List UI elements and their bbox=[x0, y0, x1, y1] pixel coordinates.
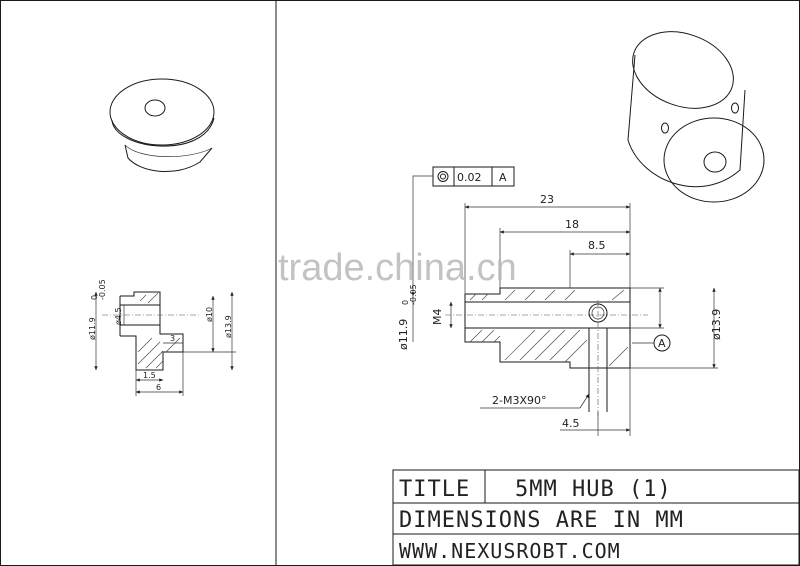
dim-18: 18 bbox=[565, 218, 579, 231]
dim-thread: M4 bbox=[431, 309, 444, 326]
dim-4-5: 4.5 bbox=[562, 417, 580, 430]
concentricity-icon bbox=[437, 171, 449, 182]
dim-23: 23 bbox=[540, 193, 554, 206]
title-label: TITLE bbox=[399, 477, 470, 502]
geo-tolerance-frame: 0.02 A bbox=[411, 166, 515, 297]
title-block: TITLE 5MM HUB (1) DIMENSIONS ARE IN MM W… bbox=[392, 469, 800, 566]
tolerance-value: 0.02 bbox=[457, 171, 482, 184]
iso-view-small-hub bbox=[109, 78, 215, 173]
dim-left-small: 1.5 bbox=[143, 371, 156, 380]
website: WWW.NEXUSROBT.COM bbox=[399, 539, 621, 563]
title-value: 5MM HUB (1) bbox=[515, 477, 672, 502]
dim-left-total-len: 6 bbox=[156, 383, 161, 392]
dim-left-bore: ø4.5 bbox=[114, 307, 123, 325]
units-note: DIMENSIONS ARE IN MM bbox=[399, 508, 684, 533]
tolerance-datum: A bbox=[499, 171, 507, 184]
iso-view-hub bbox=[627, 31, 765, 203]
dim-left-outer: ø11.9 bbox=[88, 317, 97, 340]
left-section-view: ø11.9 0-0.05 ø4.5 ø10 ø13.9 3 1.5 6 bbox=[88, 279, 236, 396]
dim-left-flange: ø10 bbox=[205, 307, 214, 322]
watermark: trade.china.cn bbox=[278, 247, 517, 289]
dim-outer-dia: ø11.9 bbox=[397, 319, 410, 350]
screw-callout: 2-M3X90° bbox=[492, 394, 547, 407]
main-section-hatching bbox=[469, 289, 629, 367]
dim-left-total: ø13.9 bbox=[224, 315, 233, 338]
dim-outer-tol: 0-0.05 bbox=[401, 284, 418, 305]
dim-left-step: 3 bbox=[170, 334, 175, 343]
dim-left-outer-tol: 0-0.05 bbox=[90, 279, 107, 300]
datum-label: A bbox=[658, 337, 666, 350]
dim-8-5: 8.5 bbox=[588, 239, 606, 252]
main-section-view: 0.02 A bbox=[397, 166, 723, 436]
section-hatching bbox=[137, 292, 181, 369]
dim-body-dia: ø13.9 bbox=[710, 309, 723, 340]
